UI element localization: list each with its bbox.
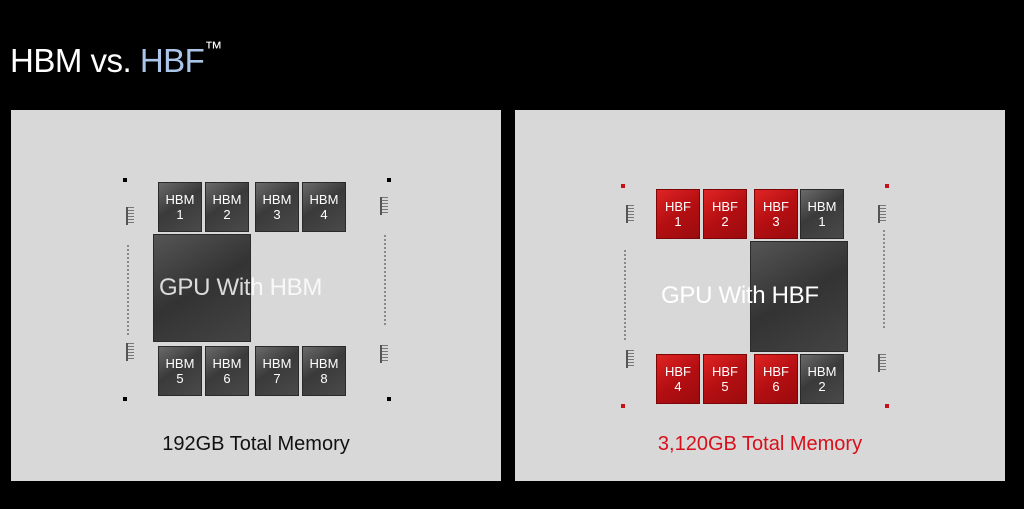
- stack-number: 4: [320, 207, 328, 222]
- stack-number: 6: [223, 371, 231, 386]
- connector-comb: [878, 205, 886, 223]
- connector-comb: [126, 343, 134, 361]
- stack-type: HBM: [262, 192, 292, 207]
- stack-number: 3: [772, 214, 780, 229]
- edge-ticks: [624, 250, 626, 340]
- gpu-label: GPU With HBF: [661, 282, 819, 309]
- corner-mark: [885, 404, 889, 408]
- stack-number: 2: [223, 207, 231, 222]
- stack-number: 1: [674, 214, 682, 229]
- total-memory-label: 3,120GB Total Memory: [657, 433, 863, 455]
- connector-comb: [626, 205, 634, 223]
- connector-comb: [878, 354, 886, 372]
- stack-type: HBF: [665, 364, 691, 379]
- stack-number: 6: [772, 379, 780, 394]
- stack-type: HBM: [807, 364, 837, 379]
- stack-number: 1: [818, 214, 826, 229]
- gpu-die: [750, 241, 848, 352]
- corner-mark: [621, 404, 625, 408]
- trademark: ™: [204, 38, 222, 58]
- connector-comb: [380, 197, 388, 215]
- stack-number: 2: [721, 214, 729, 229]
- page-title: HBM vs. HBF™: [10, 38, 222, 80]
- title-main: HBM vs.: [10, 42, 140, 79]
- stack-type: HBM: [309, 356, 339, 371]
- stack-type: HBF: [665, 199, 691, 214]
- corner-mark: [387, 178, 391, 182]
- stack-number: 4: [674, 379, 682, 394]
- corner-mark: [123, 178, 127, 182]
- stack-number: 1: [176, 207, 184, 222]
- stack-type: HBM: [212, 356, 242, 371]
- stack-type: HBM: [212, 192, 242, 207]
- total-memory-label: 192GB Total Memory: [162, 433, 350, 455]
- corner-mark: [123, 397, 127, 401]
- gpu-label: GPU With HBM: [159, 274, 323, 301]
- stack-type: HBM: [309, 192, 339, 207]
- connector-comb: [380, 345, 388, 363]
- edge-ticks: [883, 230, 885, 330]
- title-accent: HBF: [139, 42, 205, 79]
- stack-number: 7: [273, 371, 281, 386]
- stack-number: 8: [320, 371, 328, 386]
- corner-mark: [387, 397, 391, 401]
- edge-ticks: [127, 245, 129, 335]
- stack-number: 3: [273, 207, 281, 222]
- connector-comb: [126, 207, 134, 225]
- stack-type: HBM: [165, 192, 195, 207]
- stack-type: HBF: [712, 199, 738, 214]
- stack-type: HBM: [262, 356, 292, 371]
- stack-type: HBF: [763, 364, 789, 379]
- stack-number: 5: [721, 379, 729, 394]
- corner-mark: [621, 184, 625, 188]
- stack-type: HBM: [807, 199, 837, 214]
- stack-number: 5: [176, 371, 184, 386]
- corner-mark: [885, 184, 889, 188]
- stack-type: HBF: [712, 364, 738, 379]
- connector-comb: [626, 350, 634, 368]
- stack-number: 2: [818, 379, 826, 394]
- gpu-die: [153, 234, 251, 342]
- stack-type: HBM: [165, 356, 195, 371]
- edge-ticks: [384, 235, 386, 325]
- stack-type: HBF: [763, 199, 789, 214]
